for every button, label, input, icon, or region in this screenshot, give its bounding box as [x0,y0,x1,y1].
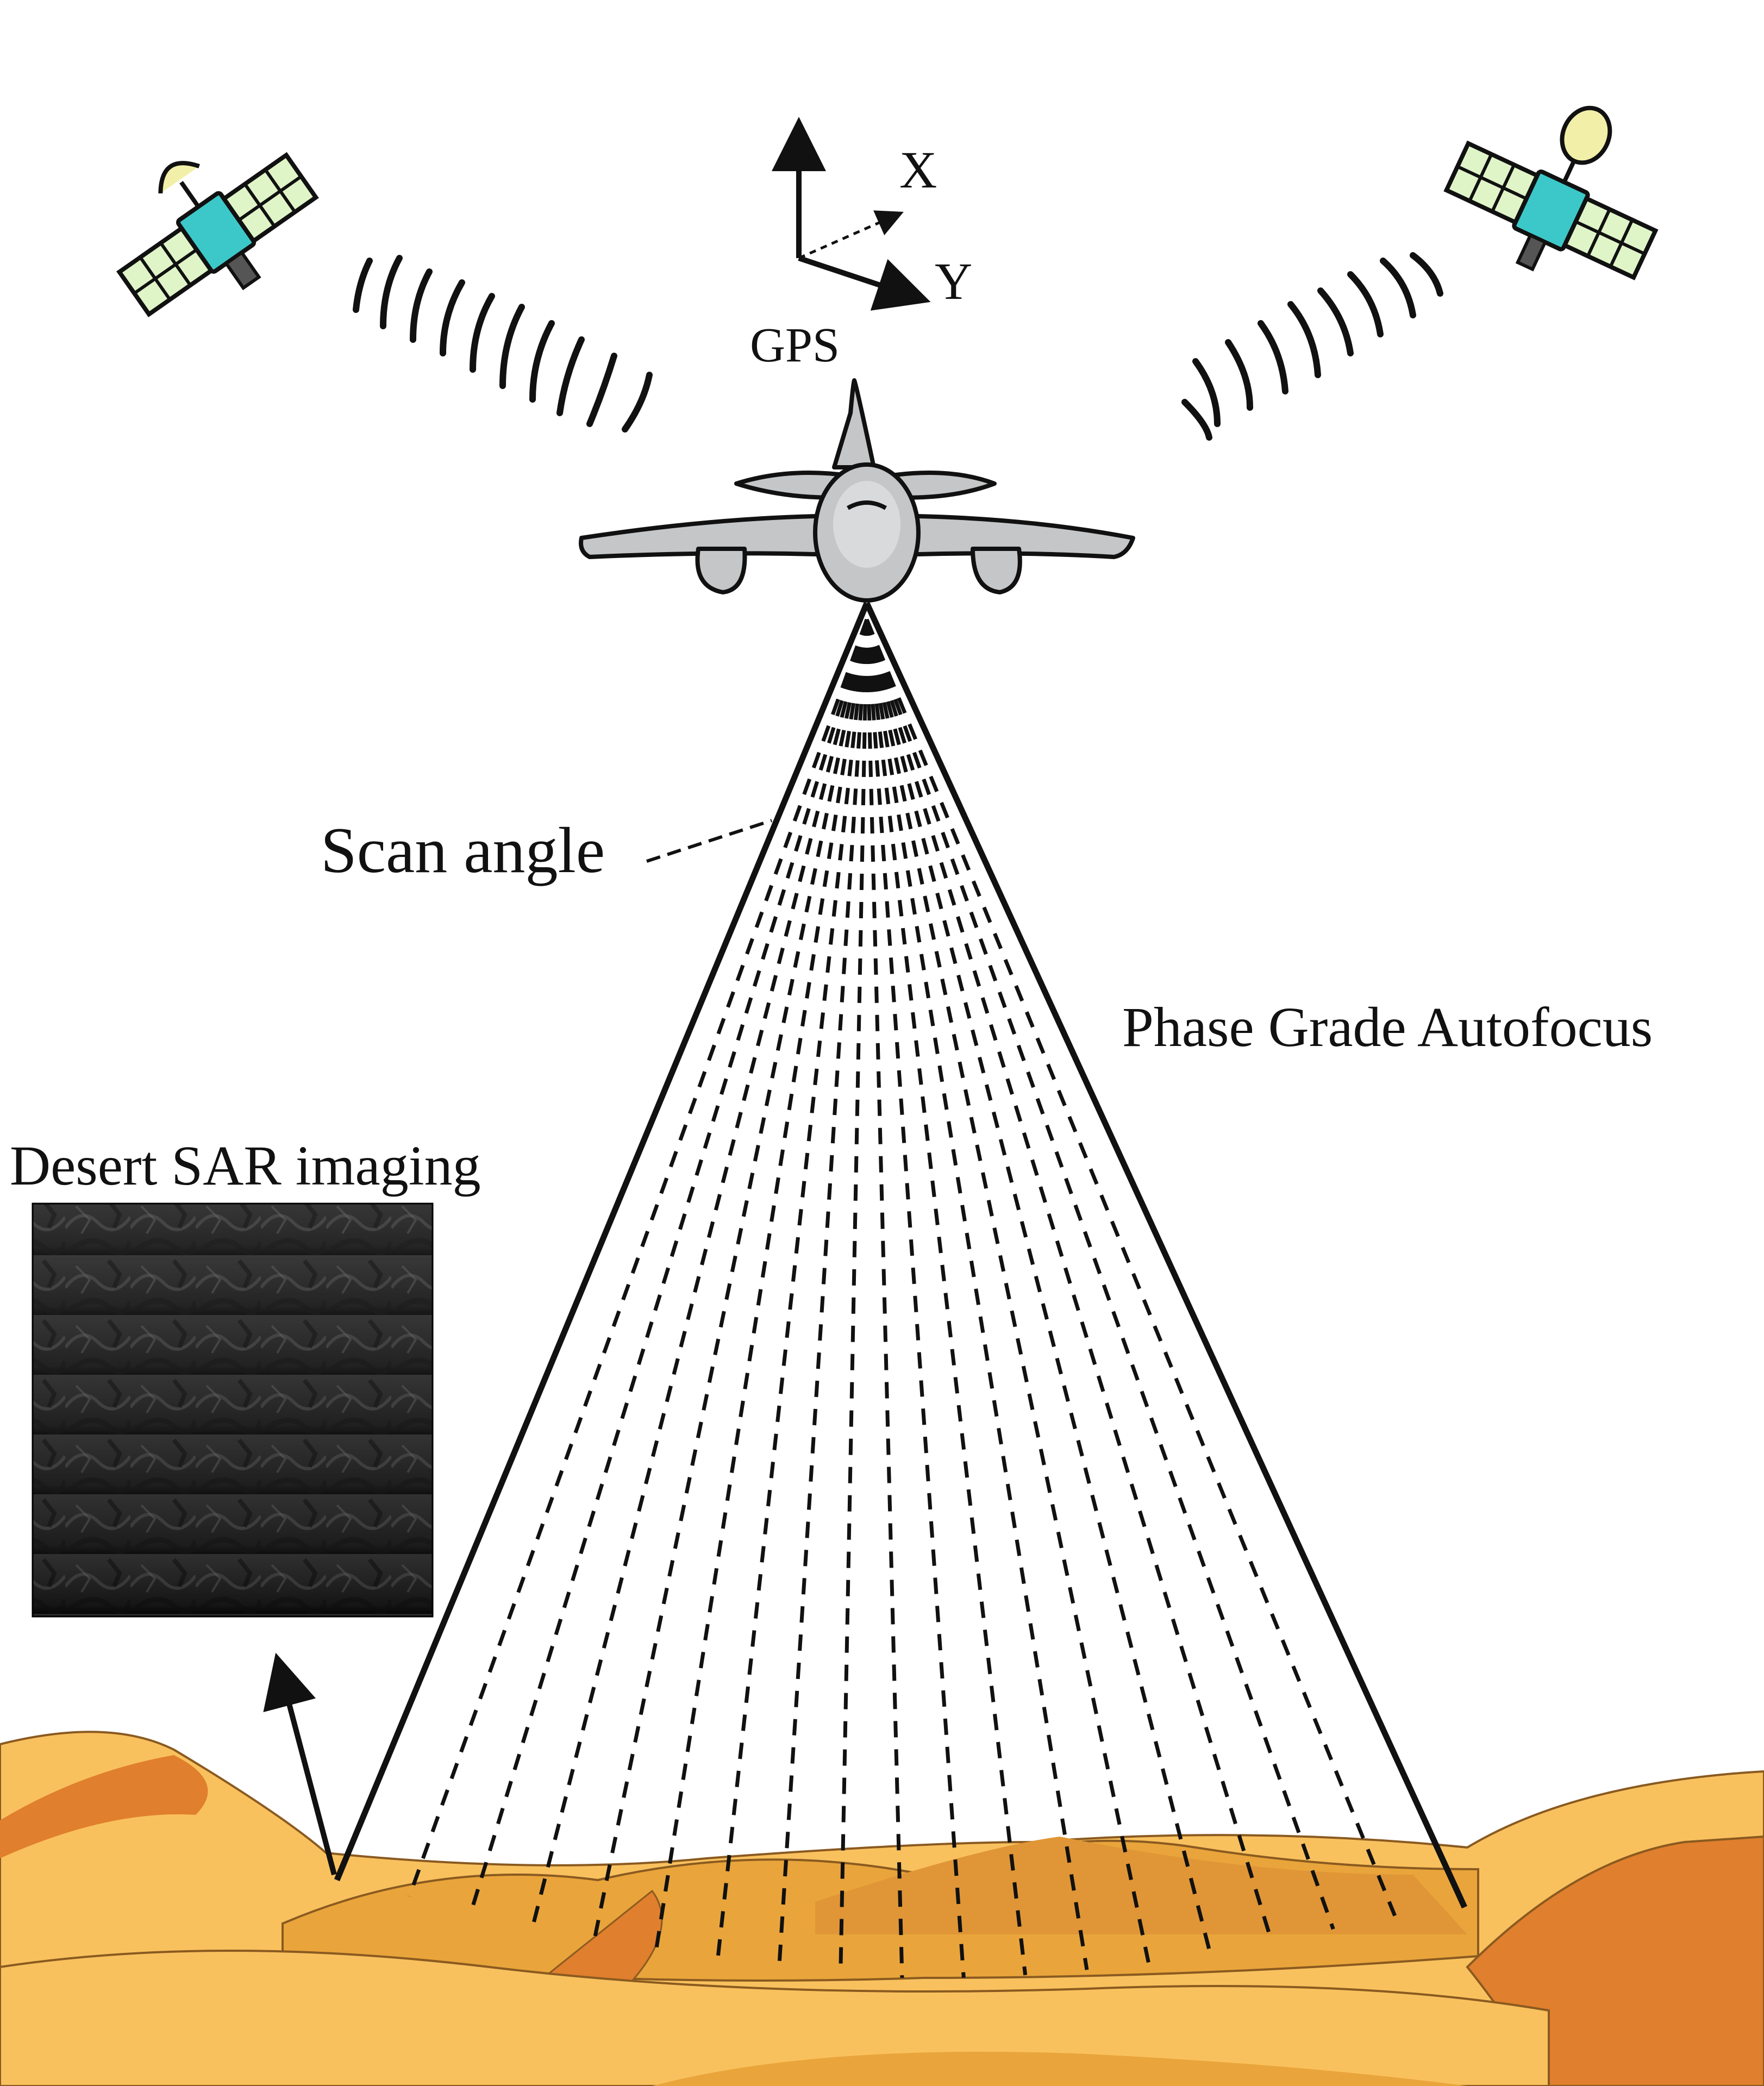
right-satellite-icon [1443,105,1659,280]
beam-ray [592,619,869,1941]
airplane-icon [579,378,1135,603]
desert-sar-imaging-label: Desert SAR imaging [10,1135,481,1197]
beam-rays [408,618,1397,1978]
signal-waves-right [1181,252,1443,441]
beam-ray [865,618,1397,1916]
xyz-axes-icon: X Y [772,117,972,311]
left-satellite-icon [116,152,319,317]
beam-ray [865,619,1150,1963]
phase-grade-autofocus-label: Phase Grade Autofocus [1122,996,1653,1058]
scan-angle-leader [646,819,772,863]
beam-ray [865,619,966,1978]
beam-ray [865,618,1274,1943]
gps-label: GPS [750,318,840,372]
axis-y-label: Y [935,252,972,310]
beam-ray [654,619,869,1953]
beam-ray [408,618,869,1897]
beam-ray [865,619,904,1978]
scan-angle-label: Scan angle [321,814,605,886]
sar-image [32,1202,434,1618]
beam-ray [865,619,1089,1970]
beam-ray [865,619,1028,1976]
beam-ray [865,619,1212,1953]
beam-left-edge [334,602,870,1882]
axis-x-label: X [899,141,937,199]
sar-image-arrow [263,1652,337,1876]
desert-terrain [0,1731,1764,2086]
beam-right-edge [864,602,1467,1909]
signal-waves-left [353,255,653,433]
scan-beam [334,602,1467,1978]
beam-ray [469,618,869,1913]
beam-ray [865,618,1335,1930]
